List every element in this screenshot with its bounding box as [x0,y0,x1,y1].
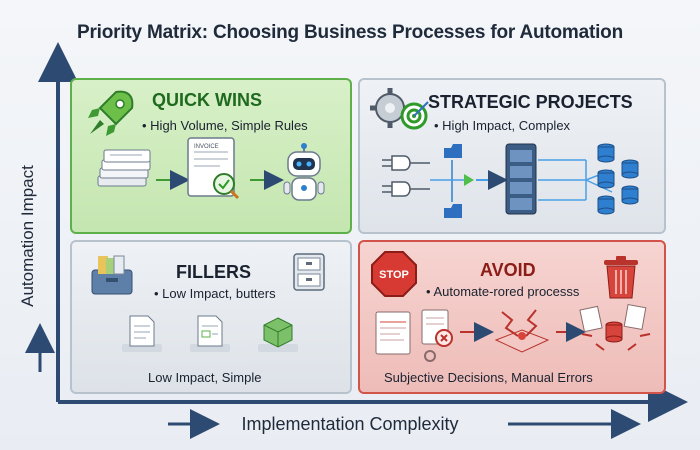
trash-can-icon [604,256,638,299]
avoid-footer: Subjective Decisions, Manual Errors [384,370,593,385]
quick-wins-subtitle: • High Volume, Simple Rules [142,118,308,133]
quick-wins-title: QUICK WINS [152,90,262,110]
logic-gates-icon [382,155,430,197]
strategic-projects-subtitle: • High Impact, Complex [434,118,571,133]
stop-sign-icon: STOP [371,251,417,297]
doc-search-error-icon [421,309,453,362]
quadrant-strategic-projects: STRATEGIC PROJECTS • High Impact, Comple… [358,78,666,234]
database-icons [597,143,639,215]
page-title: Priority Matrix: Choosing Business Proce… [77,22,623,43]
quadrant-avoid: STOP [358,240,666,394]
strategic-illustration [370,88,639,218]
invoice-label: INVOICE [194,144,219,150]
error-cluster-icon [579,304,651,351]
invoice-error-icon [375,311,411,355]
document-icon [122,315,162,352]
broken-process-icon [494,309,550,353]
folder-icon [444,144,462,158]
fillers-illustration [91,253,325,352]
quadrant-fillers: FILLERS • Low Impact, butters Low Impact… [70,240,352,394]
document-stack-icon [97,149,151,187]
invoice-check-icon [187,137,240,200]
cube-icon [258,317,298,352]
file-box-icon [91,255,133,295]
avoid-subtitle: • Automate-rored processs [426,284,580,299]
fillers-footer: Low Impact, Simple [148,370,262,385]
rocket-icon [88,90,134,136]
y-axis-label: Automation Impact [18,165,37,307]
folder-icon-2 [444,204,462,218]
form-icon [190,315,230,352]
stop-sign-label: STOP [379,269,409,281]
x-axis-label: Implementation Complexity [241,414,459,434]
gear-target-icon [370,88,429,130]
fillers-subtitle: • Low Impact, butters [154,286,276,301]
avoid-title: AVOID [480,260,536,280]
server-icon [505,143,537,215]
quadrant-quick-wins: INVOICE QUICK WINS • High Volume, Simple… [70,78,352,234]
avoid-illustration: STOP [371,251,651,362]
fillers-title: FILLERS [176,262,251,282]
robot-icon [283,143,325,201]
strategic-projects-title: STRATEGIC PROJECTS [428,92,633,112]
quick-wins-illustration: INVOICE [88,90,325,201]
cabinet-icon [293,253,325,291]
